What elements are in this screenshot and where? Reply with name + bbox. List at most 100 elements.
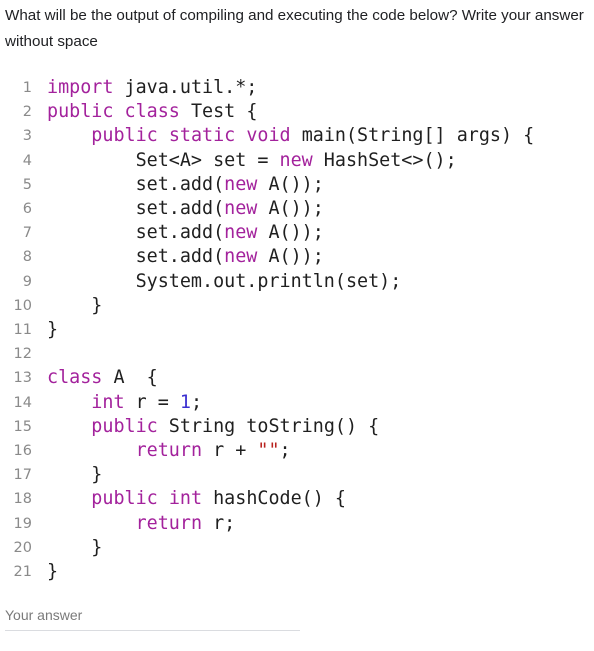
- code-token: r;: [202, 512, 236, 534]
- code-number: 1: [179, 391, 191, 413]
- code-keyword: static: [168, 125, 236, 147]
- line-number: 11: [13, 322, 32, 338]
- code-token: }: [47, 294, 103, 316]
- line-number: 19: [13, 515, 32, 532]
- code-token: }: [47, 464, 103, 486]
- code-text: set.add(new A());: [47, 173, 324, 197]
- code-token: hashCode() {: [202, 488, 346, 510]
- code-token: [47, 488, 91, 509]
- code-token: Test {: [179, 101, 258, 123]
- answer-input[interactable]: [5, 600, 300, 631]
- code-token: A());: [257, 173, 324, 195]
- code-keyword: class: [124, 101, 180, 123]
- code-token: set.add(: [47, 246, 225, 268]
- code-text: public int hashCode() {: [47, 487, 346, 511]
- line-number: 2: [22, 104, 32, 121]
- code-text: }: [47, 294, 102, 318]
- code-keyword: new: [224, 198, 258, 219]
- code-keyword: new: [224, 173, 258, 195]
- code-text: public static void main(String[] args) {: [47, 124, 534, 148]
- code-token: }: [47, 561, 59, 582]
- code-token: r =: [124, 391, 180, 413]
- code-text: int r = 1;: [47, 391, 202, 415]
- line-number: 12: [13, 346, 32, 363]
- code-keyword: class: [47, 367, 103, 389]
- line-number: 20: [13, 539, 32, 556]
- code-token: A());: [257, 222, 324, 244]
- line-number: 18: [13, 491, 32, 508]
- line-number: 16: [13, 443, 32, 459]
- code-token: A {: [102, 367, 158, 389]
- code-token: ;: [279, 440, 291, 461]
- line-number: 14: [13, 394, 32, 411]
- line-number: 7: [22, 225, 32, 242]
- code-text: set.add(new A());: [47, 245, 324, 269]
- code-keyword: import: [47, 77, 114, 98]
- code-text: }: [47, 318, 58, 342]
- code-token: [235, 125, 246, 146]
- line-number: 4: [22, 152, 32, 169]
- code-token: }: [47, 536, 103, 558]
- code-text: class A {: [47, 366, 158, 390]
- code-keyword: new: [224, 222, 258, 244]
- code-token: A());: [257, 198, 324, 219]
- code-token: String toString() {: [157, 415, 380, 437]
- code-text: return r + "";: [47, 439, 291, 463]
- line-number: 3: [22, 128, 32, 145]
- code-text: return r;: [47, 512, 236, 536]
- line-number: 15: [13, 418, 32, 435]
- line-number: 8: [22, 249, 32, 266]
- code-token: HashSet<>();: [312, 149, 457, 171]
- code-keyword: new: [279, 149, 313, 171]
- code-token: [47, 416, 91, 437]
- line-number: 10: [13, 297, 32, 314]
- line-number: 21: [13, 564, 32, 580]
- code-token: main(String[] args) {: [290, 125, 535, 147]
- code-text: System.out.println(set);: [47, 270, 402, 294]
- code-keyword: return: [135, 512, 203, 534]
- code-token: A());: [257, 246, 324, 268]
- code-token: [47, 440, 136, 461]
- code-keyword: new: [224, 246, 258, 268]
- code-token: r +: [202, 440, 258, 461]
- code-keyword: public: [47, 101, 114, 123]
- code-keyword: public: [91, 125, 158, 147]
- code-token: [158, 125, 169, 146]
- code-text: set.add(new A());: [47, 221, 324, 245]
- code-token: [47, 513, 136, 534]
- code-string: "": [257, 440, 280, 461]
- code-token: set.add(: [47, 222, 225, 244]
- code-text: set.add(new A());: [47, 197, 324, 221]
- code-token: set.add(: [47, 173, 225, 195]
- code-text: public class Test {: [47, 100, 257, 124]
- code-text: }: [47, 536, 102, 560]
- code-keyword: int: [91, 391, 125, 413]
- code-token: [158, 488, 169, 509]
- line-number: 13: [13, 370, 32, 387]
- code-token: [113, 101, 124, 122]
- code-keyword: int: [168, 488, 203, 510]
- code-token: [47, 125, 91, 146]
- line-number: 9: [22, 273, 32, 290]
- code-token: System.out.println(set);: [47, 270, 402, 292]
- code-keyword: return: [135, 440, 203, 461]
- code-token: Set<A> set =: [47, 149, 280, 171]
- question-text: What will be the output of compiling and…: [5, 7, 584, 50]
- line-number: 1: [22, 80, 32, 96]
- code-token: }: [47, 319, 59, 340]
- code-token: set.add(: [47, 198, 225, 219]
- code-keyword: public: [91, 415, 158, 437]
- code-text: Set<A> set = new HashSet<>();: [47, 149, 457, 173]
- line-number: 6: [22, 201, 32, 217]
- code-keyword: void: [246, 125, 291, 147]
- code-token: java.util.*;: [113, 77, 258, 98]
- code-token: [47, 392, 91, 413]
- code-text: public String toString() {: [47, 415, 379, 439]
- code-text: import java.util.*;: [47, 76, 257, 100]
- code-token: ;: [190, 391, 203, 413]
- line-number: 5: [22, 176, 32, 193]
- code-text: }: [47, 463, 102, 487]
- code-keyword: public: [91, 488, 158, 510]
- line-number: 17: [13, 467, 32, 484]
- code-text: }: [47, 560, 58, 584]
